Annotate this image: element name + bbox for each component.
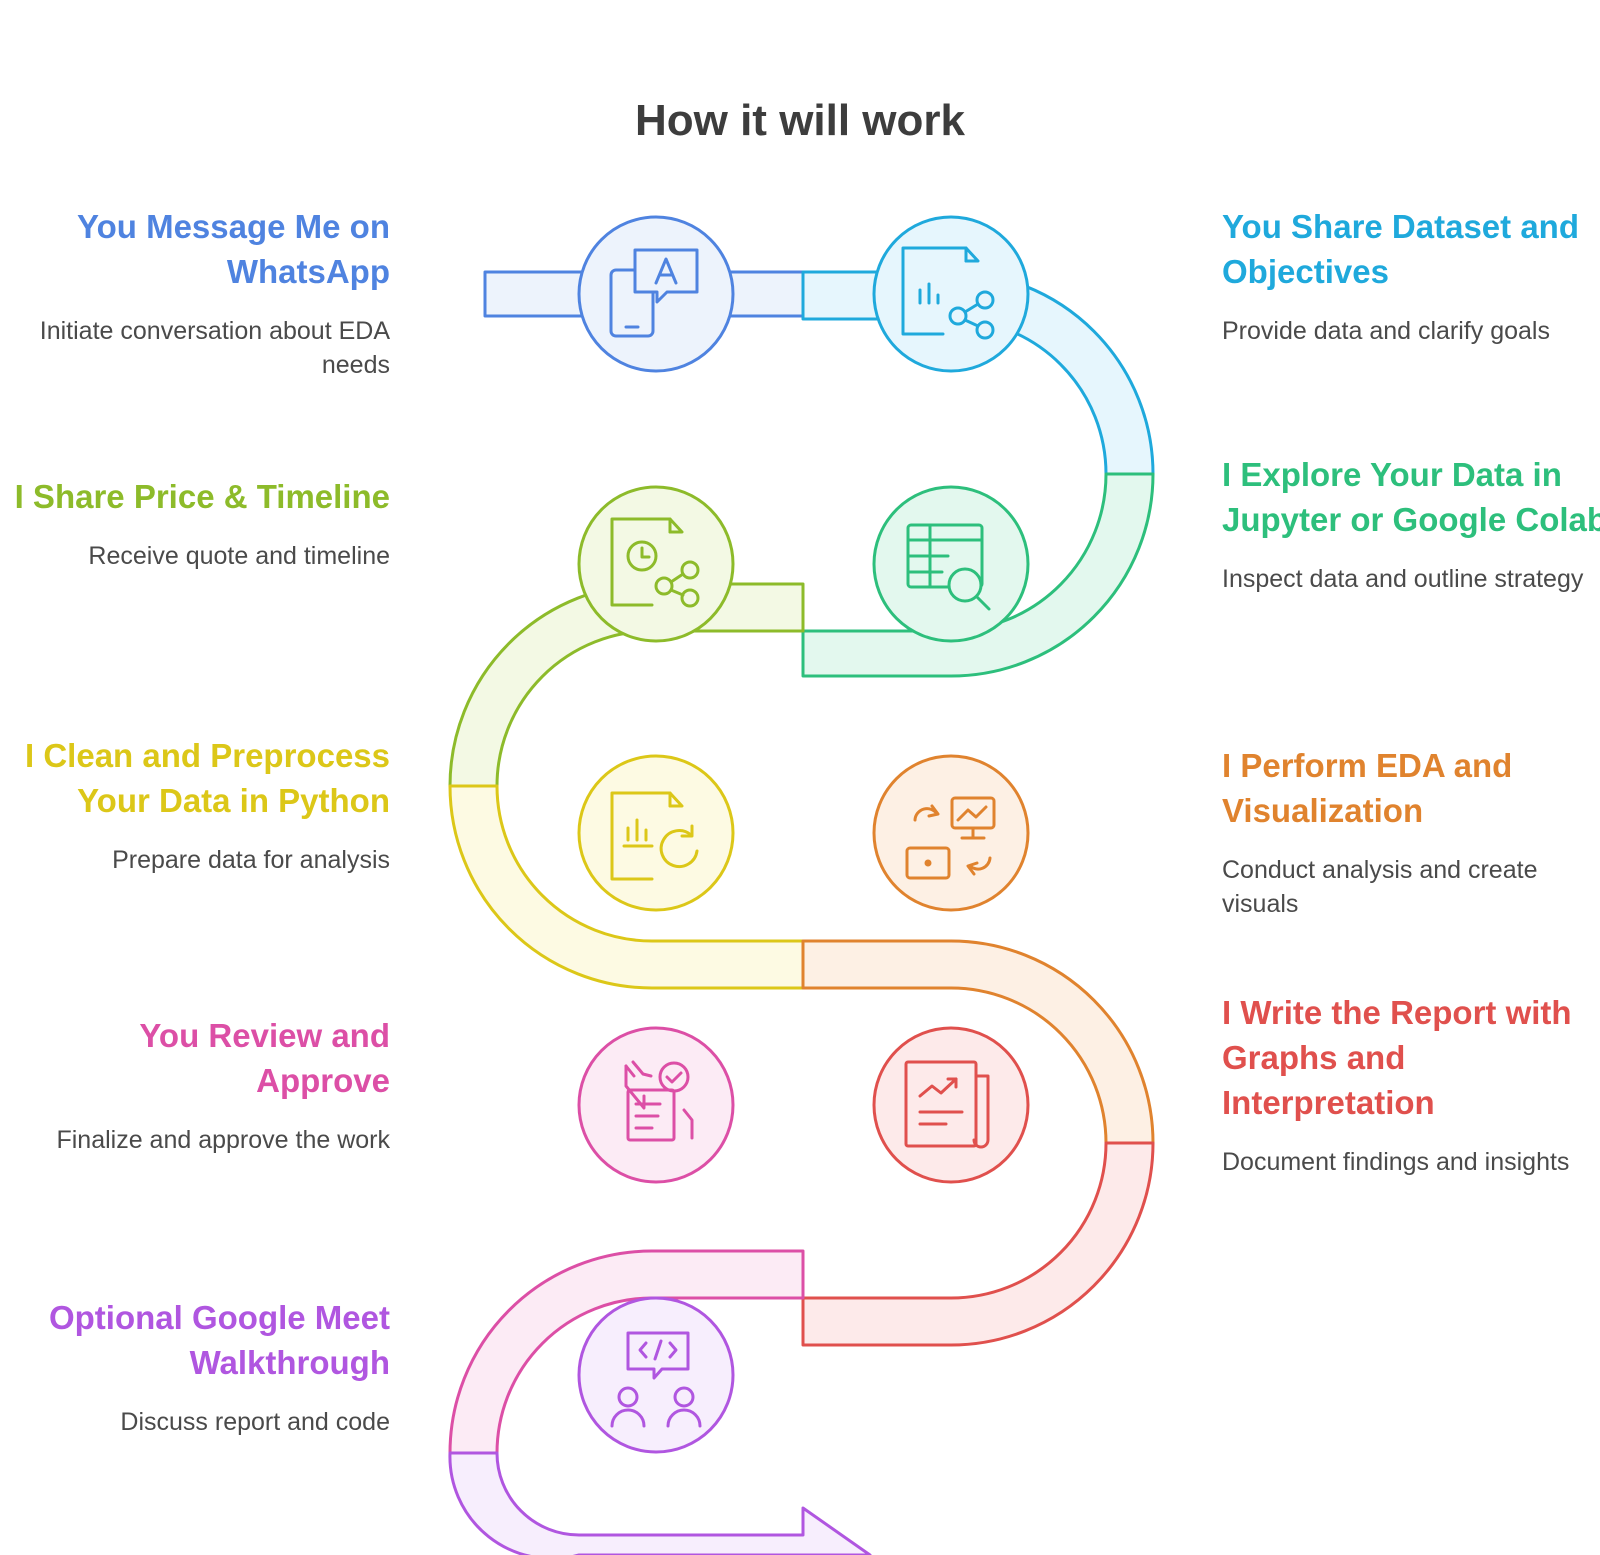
- step-title: I Share Price & Timeline: [14, 478, 390, 515]
- step-description: Inspect data and outline strategy: [1222, 565, 1584, 593]
- node-dataset: [872, 215, 1030, 373]
- node-eda: [872, 754, 1030, 912]
- step-title: I Explore Your Data in Jupyter or Google…: [1222, 456, 1600, 538]
- step-description: Discuss report and code: [120, 1408, 390, 1436]
- step-clean: I Clean and Preprocess Your Data in Pyth…: [0, 733, 390, 877]
- step-title: I Write the Report with Graphs and Inter…: [1222, 994, 1572, 1121]
- diagram-title: How it will work: [634, 96, 966, 145]
- step-title: Optional Google Meet Walkthrough: [48, 1299, 390, 1381]
- path-segment-report: [801, 1141, 1155, 1347]
- node-explore: [872, 485, 1030, 643]
- step-whatsapp: You Message Me on WhatsApp Initiate conv…: [0, 204, 390, 382]
- presentation-arrows-icon: [905, 796, 996, 880]
- node-price: [577, 485, 735, 643]
- node-report: [872, 1026, 1030, 1184]
- code-meeting-icon: [610, 1331, 702, 1428]
- step-description: Finalize and approve the work: [56, 1126, 390, 1154]
- step-title: I Clean and Preprocess Your Data in Pyth…: [25, 737, 390, 819]
- step-eda: I Perform EDA and Visualization Conduct …: [1222, 743, 1600, 921]
- report-chart-icon: [904, 1060, 990, 1149]
- step-title: I Perform EDA and Visualization: [1222, 747, 1513, 829]
- step-description: Document findings and insights: [1222, 1148, 1570, 1176]
- path-segments: [448, 270, 1155, 1555]
- review-approve-icon: [624, 1060, 694, 1142]
- path-segment-explore: [801, 472, 1155, 678]
- step-title: You Share Dataset and Objectives: [1222, 208, 1579, 290]
- step-report: I Write the Report with Graphs and Inter…: [1222, 990, 1600, 1179]
- table-search-icon: [906, 523, 991, 611]
- document-share-icon: [901, 246, 995, 340]
- step-price: I Share Price & Timeline Receive quote a…: [0, 474, 390, 573]
- step-description: Conduct analysis and create visuals: [1222, 856, 1538, 918]
- step-description: Prepare data for analysis: [112, 846, 390, 874]
- step-explore: I Explore Your Data in Jupyter or Google…: [1222, 452, 1600, 596]
- step-description: Initiate conversation about EDA needs: [39, 317, 390, 379]
- step-meet: Optional Google Meet Walkthrough Discuss…: [0, 1295, 390, 1439]
- document-refresh-icon: [610, 791, 699, 881]
- node-review: [577, 1026, 735, 1184]
- path-segment-price: [448, 582, 805, 788]
- node-whatsapp: [577, 215, 735, 373]
- node-clean: [577, 754, 735, 912]
- phone-chat-icon: [609, 248, 699, 338]
- step-description: Receive quote and timeline: [88, 542, 390, 570]
- step-title: You Review and Approve: [139, 1017, 390, 1099]
- step-review: You Review and Approve Finalize and appr…: [0, 1013, 390, 1157]
- node-meet: [577, 1296, 735, 1454]
- path-segment-meet-arrow: [448, 1451, 872, 1555]
- path-segment-clean: [448, 784, 805, 990]
- path-segment-review: [448, 1249, 805, 1455]
- step-dataset: You Share Dataset and Objectives Provide…: [1222, 204, 1600, 348]
- clock-document-share-icon: [610, 517, 700, 608]
- step-description: Provide data and clarify goals: [1222, 317, 1550, 345]
- step-title: You Message Me on WhatsApp: [77, 208, 390, 290]
